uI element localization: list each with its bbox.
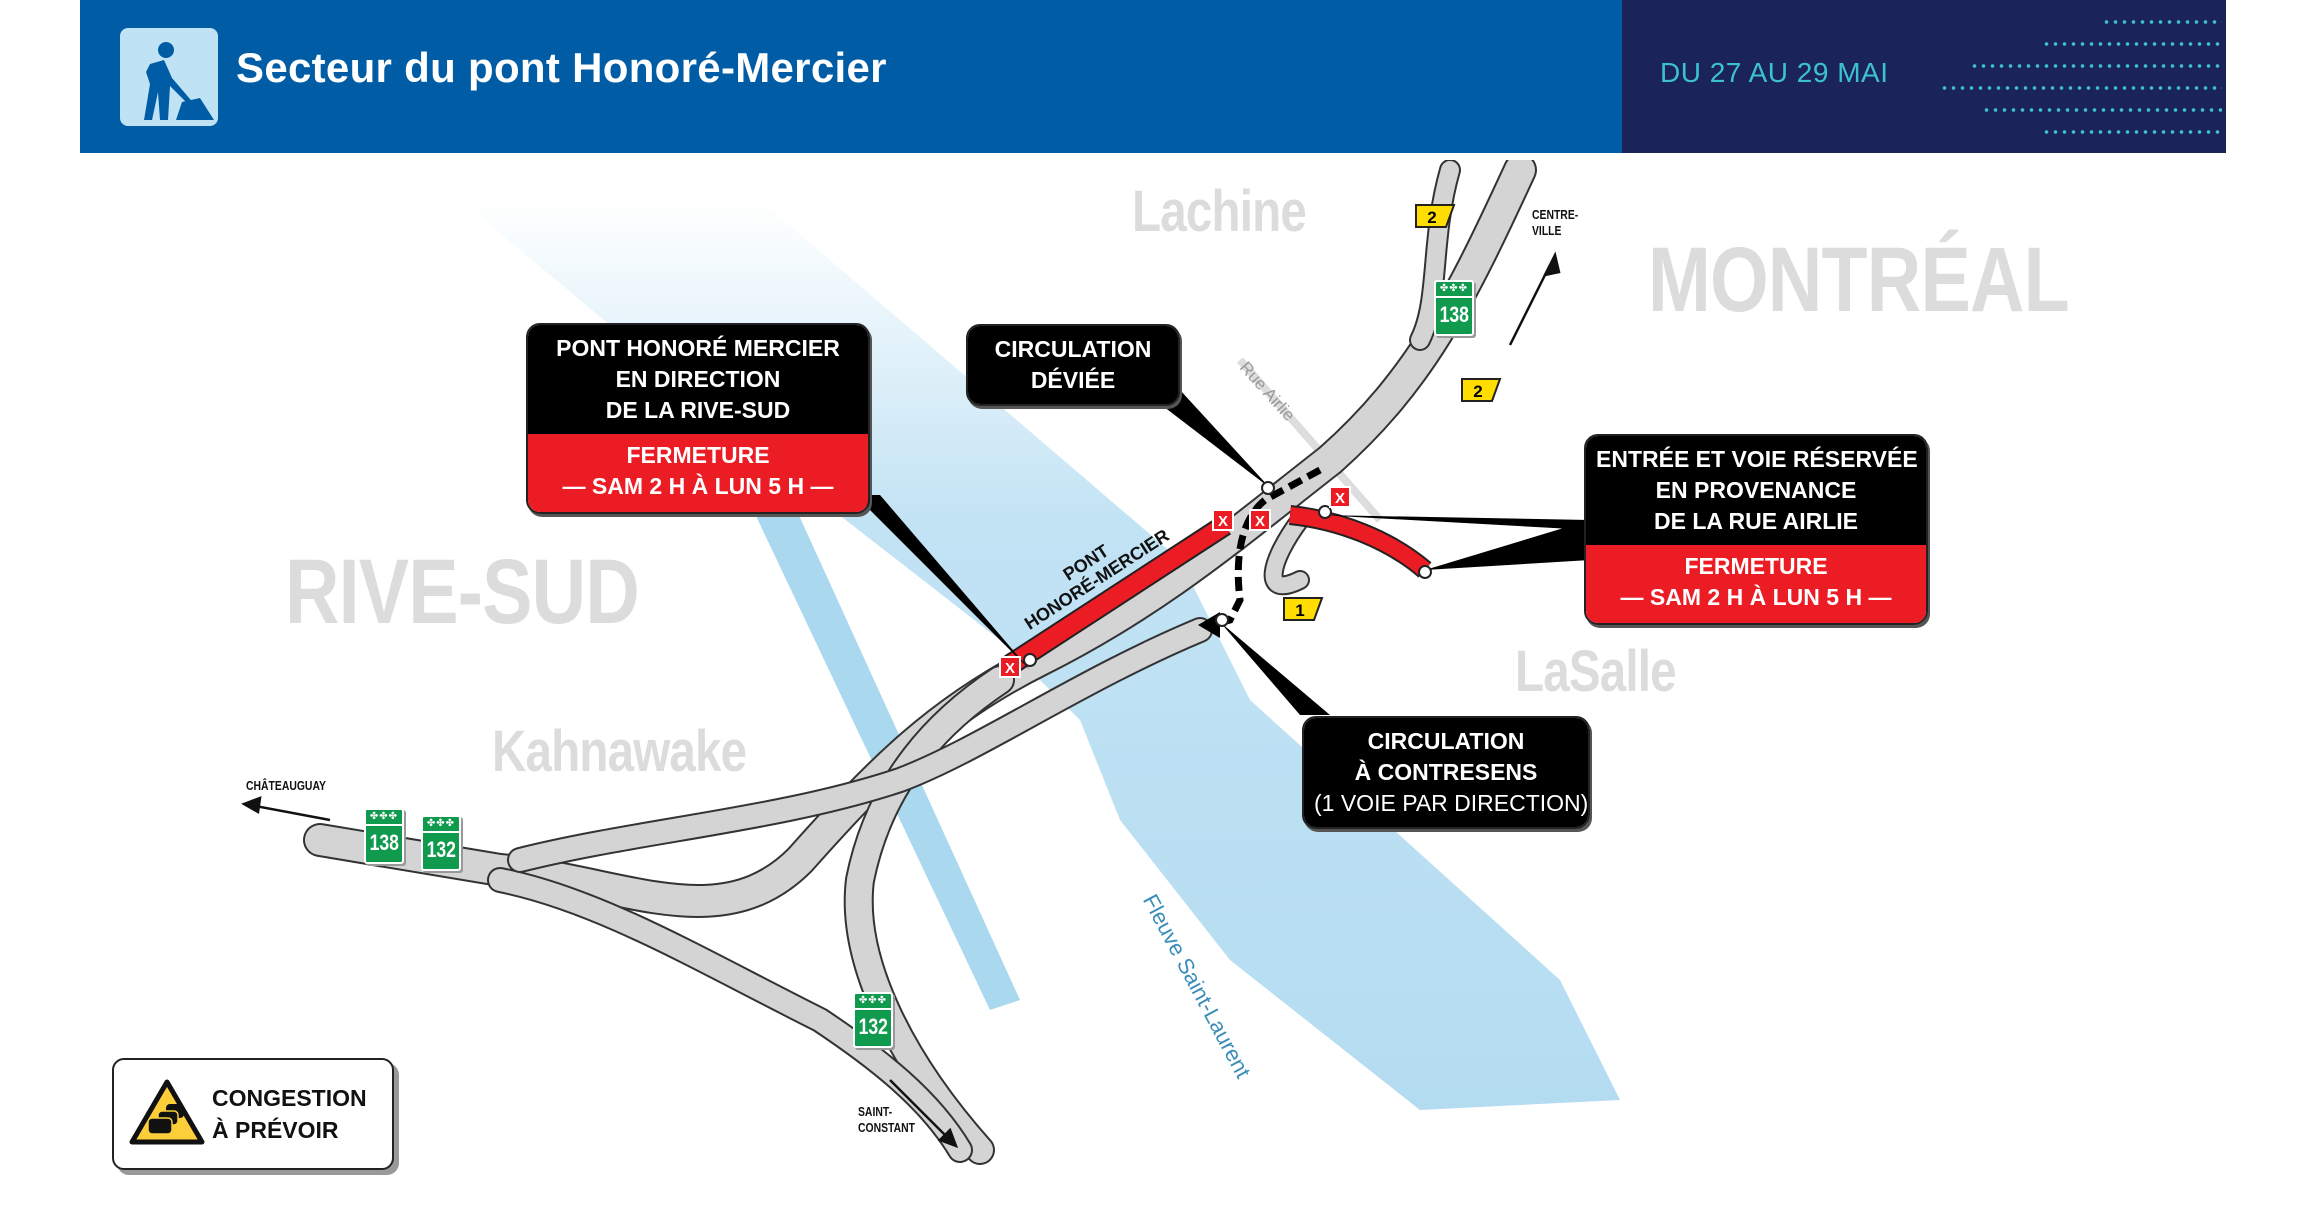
- callout-text: CIRCULATION: [1367, 728, 1525, 754]
- closure-period: — SAM 2 H À LUN 5 H —: [1620, 584, 1892, 610]
- closure-status: FERMETURE: [1684, 553, 1828, 579]
- callout-airlie-closure: ENTRÉE ET VOIE RÉSERVÉE EN PROVENANCE DE…: [1584, 434, 1928, 625]
- decorative-dots: [2102, 20, 2222, 24]
- callout-text: DÉVIÉE: [1030, 367, 1116, 393]
- legend-congestion: CONGESTION À PRÉVOIR: [112, 1058, 394, 1170]
- legend-line2: À PRÉVOIR: [212, 1117, 339, 1143]
- place-label-kahnawake: Kahnawake: [492, 719, 747, 784]
- exit-sign-1: 1: [1282, 596, 1324, 622]
- svg-text:X: X: [1005, 660, 1015, 677]
- route-number: 138: [369, 830, 399, 855]
- pointer: [855, 495, 1030, 670]
- date-range: DU 27 AU 29 MAI: [1660, 57, 1889, 88]
- detour-path: [1209, 466, 1322, 629]
- congestion-warning-icon: [129, 1079, 205, 1145]
- svg-text:X: X: [1335, 490, 1345, 507]
- callout-text: EN PROVENANCE: [1655, 477, 1857, 503]
- pointer: [1155, 390, 1270, 488]
- direction-saint-constant-line2: CONSTANT: [858, 1120, 916, 1135]
- direction-saint-constant-line1: SAINT-: [858, 1104, 893, 1119]
- route-shield-138-west: ✤✤✤ 138: [364, 808, 404, 864]
- fleur-de-lis-icon: ✤✤✤: [423, 817, 459, 833]
- callout-text: EN DIRECTION: [615, 366, 781, 392]
- closure-period: — SAM 2 H À LUN 5 H —: [562, 473, 834, 499]
- pointer: [1425, 520, 1590, 570]
- callout-bridge-closure: PONT HONORÉ MERCIER EN DIRECTION DE LA R…: [526, 323, 870, 514]
- place-label-lasalle: LaSalle: [1515, 639, 1677, 704]
- direction-centre-ville-line2: VILLE: [1532, 223, 1562, 238]
- callout-text: ENTRÉE ET VOIE RÉSERVÉE: [1596, 446, 1918, 472]
- place-label-lachine: Lachine: [1132, 179, 1307, 244]
- pointer: [1320, 515, 1590, 530]
- svg-text:1: 1: [1295, 601, 1304, 620]
- closure-status: FERMETURE: [626, 442, 770, 468]
- decorative-dots: [2042, 130, 2222, 134]
- pointer: [1220, 622, 1330, 715]
- place-label-rive-sud: RIVE-SUD: [285, 541, 640, 643]
- callout-detour: CIRCULATION DÉVIÉE: [966, 324, 1180, 406]
- callout-contraflow: CIRCULATION À CONTRESENS (1 VOIE PAR DIR…: [1302, 716, 1590, 829]
- callout-note: (1 VOIE PAR DIRECTION): [1314, 790, 1589, 816]
- direction-chateauguay: CHÂTEAUGUAY: [246, 778, 326, 793]
- exit-sign-2-top: 2: [1414, 203, 1456, 229]
- worker-shovel-icon: [120, 28, 218, 126]
- river-channel: [720, 430, 1020, 1010]
- route-number: 132: [858, 1014, 888, 1039]
- route-shield-138-north: ✤✤✤ 138: [1434, 280, 1474, 336]
- decorative-dots: [1970, 64, 2222, 68]
- exit-sign-2-mid: 2: [1460, 377, 1502, 403]
- page-title: Secteur du pont Honoré-Mercier: [236, 44, 887, 91]
- callout-text: À CONTRESENS: [1354, 759, 1538, 785]
- svg-text:2: 2: [1427, 208, 1436, 227]
- fleur-de-lis-icon: ✤✤✤: [855, 994, 891, 1010]
- route-number: 138: [1439, 302, 1469, 327]
- fleur-de-lis-icon: ✤✤✤: [1436, 282, 1472, 298]
- callout-text: PONT HONORÉ MERCIER: [556, 335, 840, 361]
- legend-line1: CONGESTION: [212, 1085, 367, 1111]
- callout-text: DE LA RUE AIRLIE: [1653, 508, 1859, 534]
- route-number: 132: [426, 837, 456, 862]
- fleur-de-lis-icon: ✤✤✤: [366, 810, 402, 826]
- svg-text:X: X: [1218, 513, 1228, 530]
- decorative-dots: [2042, 42, 2222, 46]
- callout-text: DE LA RIVE-SUD: [605, 397, 791, 423]
- closure-x-icons: X X X X: [999, 486, 1351, 678]
- direction-saint-constant: SAINT- CONSTANT: [858, 1104, 915, 1136]
- decorative-dots: [1940, 86, 2222, 90]
- callout-text: CIRCULATION: [994, 336, 1152, 362]
- direction-centre-ville: CENTRE- VILLE: [1532, 207, 1578, 239]
- place-label-montreal: MONTRÉAL: [1648, 229, 2070, 331]
- svg-text:X: X: [1255, 513, 1265, 530]
- header-date-panel: [1622, 0, 2226, 153]
- decorative-dots: [1982, 108, 2222, 112]
- route-shield-132-west: ✤✤✤ 132: [421, 815, 461, 871]
- route-shield-132-south: ✤✤✤ 132: [853, 992, 893, 1048]
- direction-centre-ville-line1: CENTRE-: [1532, 207, 1579, 222]
- svg-text:2: 2: [1473, 382, 1482, 401]
